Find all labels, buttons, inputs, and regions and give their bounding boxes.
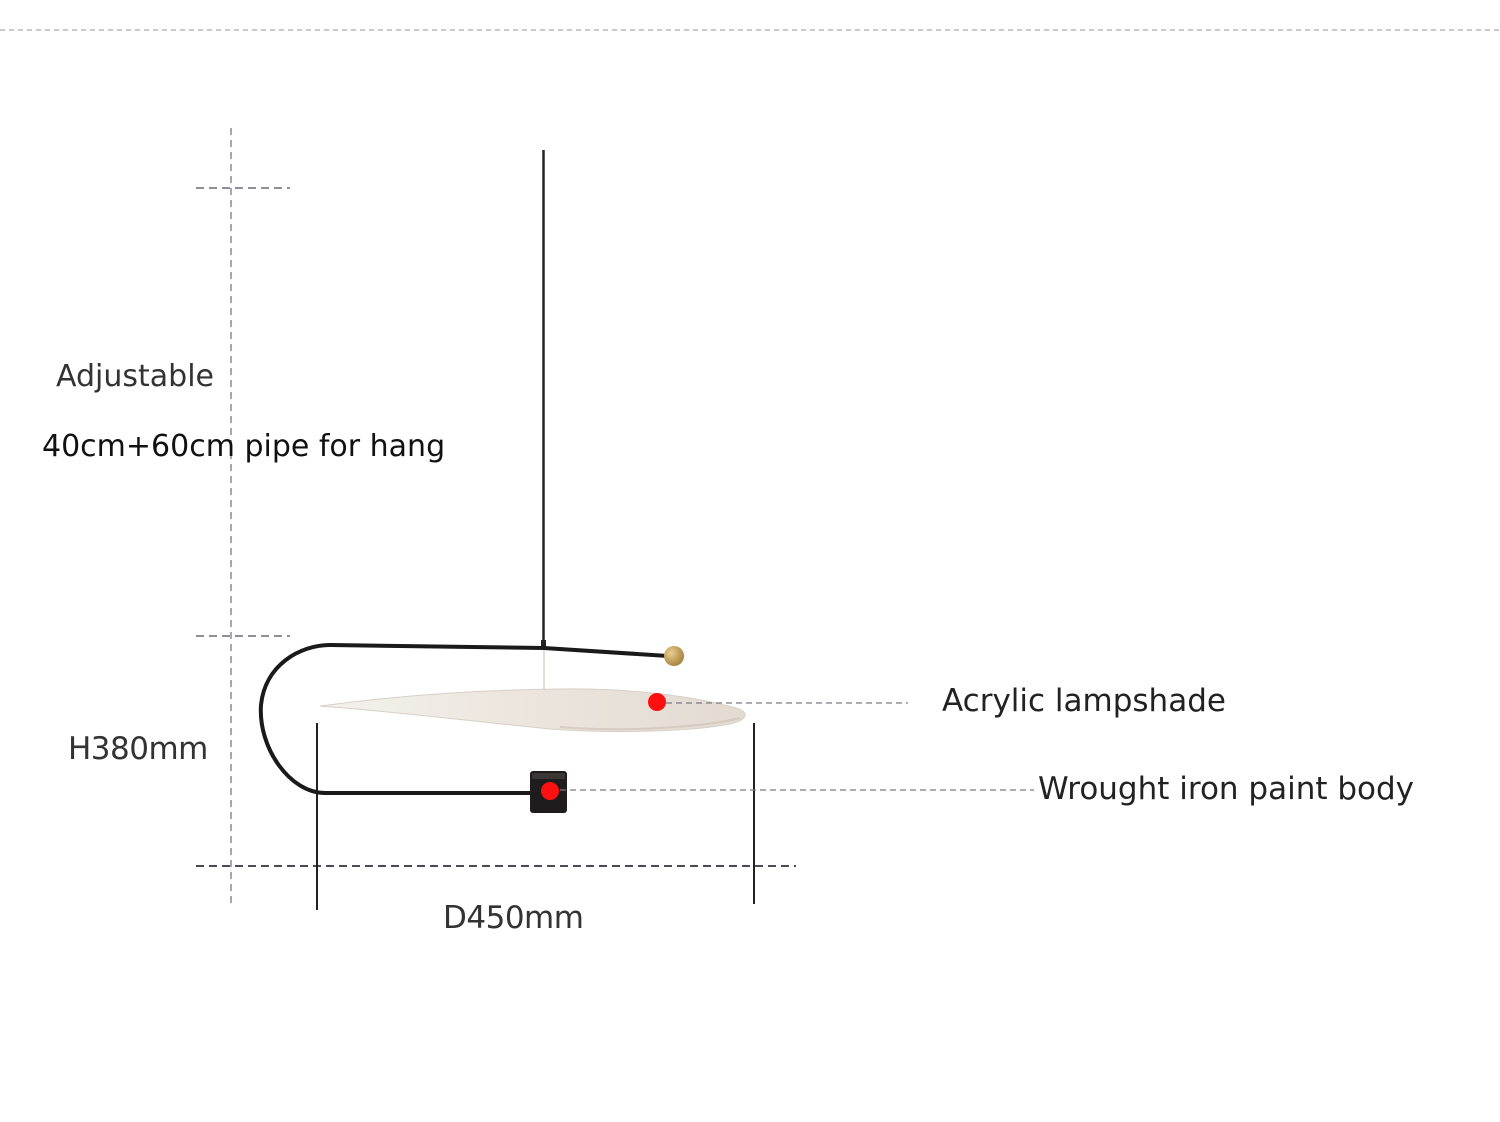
- lampshade-shadow: [559, 717, 741, 731]
- iron-body-highlight: [532, 773, 565, 779]
- lampshade-marker: [648, 693, 666, 711]
- iron-arm: [258, 643, 670, 795]
- adjustable-label: Adjustable: [56, 359, 214, 394]
- pipe-length-label: 40cm+60cm pipe for hang: [42, 429, 446, 464]
- height-label: H380mm: [68, 731, 208, 767]
- iron-body-label: Wrought iron paint body: [1038, 771, 1415, 807]
- acrylic-lampshade-shape: [319, 688, 746, 732]
- cable-clip: [541, 640, 546, 648]
- lampshade-label: Acrylic lampshade: [942, 683, 1226, 719]
- brass-ball: [664, 646, 684, 666]
- diameter-label: D450mm: [443, 900, 584, 936]
- body-marker: [541, 782, 559, 800]
